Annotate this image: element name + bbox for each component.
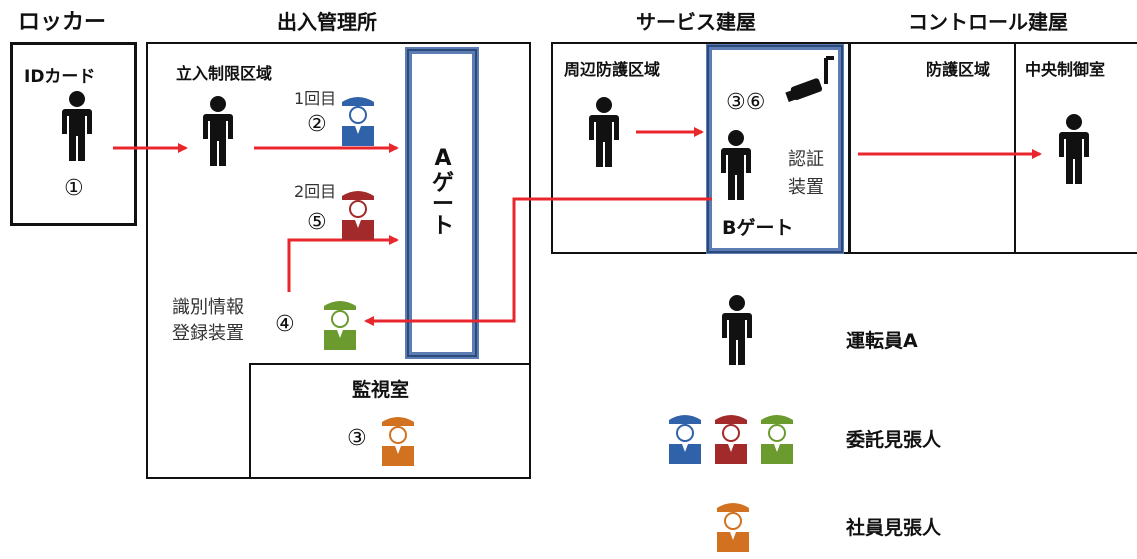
arrow-return-to-registration	[364, 197, 712, 326]
registration-device-line2: 登録装置	[172, 323, 244, 344]
registration-device-line1: 識別情報	[172, 297, 244, 318]
gate-b-label: Bゲート	[722, 217, 794, 239]
step-2: ②	[307, 112, 327, 137]
gate-a-char-3: ー	[431, 192, 454, 217]
steps-3-6: ③⑥	[726, 90, 766, 115]
step-4: ④	[275, 312, 295, 337]
restricted-area-label: 立入制限区域	[176, 64, 273, 83]
guard-icon	[715, 415, 747, 464]
person-icon	[1059, 114, 1089, 184]
perimeter-area-label: 周辺防護区域	[564, 60, 661, 79]
auth-device-line2: 装置	[788, 177, 824, 198]
central-control-label: 中央制御室	[1025, 60, 1106, 79]
person-icon	[721, 130, 751, 200]
guard-icon	[342, 97, 374, 146]
person-icon	[62, 91, 92, 161]
legend-employee-guard-label: 社員見張人	[846, 517, 942, 539]
guard-icon	[669, 415, 701, 464]
guard-icon	[324, 301, 356, 350]
control-building-box	[849, 42, 1137, 254]
gate-a-char-2: ゲ	[431, 171, 454, 196]
gate-a-char-1: A	[434, 146, 452, 171]
gate-a-label: A ゲ ー ト	[428, 146, 458, 239]
guard-icon	[382, 417, 414, 466]
gate-a	[405, 47, 479, 359]
gate-a-char-4: ト	[431, 214, 454, 239]
monitor-room-label: 監視室	[352, 379, 410, 401]
control-divider	[1014, 42, 1016, 254]
step-5: ⑤	[307, 210, 327, 235]
person-icon	[589, 97, 619, 167]
gate-b	[706, 44, 844, 254]
step-1: ①	[64, 176, 84, 201]
person-icon	[722, 295, 752, 365]
legend-operator-label: 運転員A	[846, 330, 918, 352]
control-building-header: コントロール建屋	[908, 10, 1068, 34]
person-icon	[203, 96, 233, 166]
auth-device-line1: 認証	[788, 149, 824, 170]
guard-icon	[717, 503, 749, 552]
locker-header: ロッカー	[18, 10, 107, 35]
first-time-label: 1回目	[294, 89, 337, 108]
entry-office-header: 出入管理所	[277, 10, 377, 34]
flow-arrows	[113, 127, 1042, 326]
protected-area-label: 防護区域	[926, 60, 991, 79]
service-building-header: サービス建屋	[636, 10, 756, 34]
guard-icon	[761, 415, 793, 464]
legend-contract-guard-label: 委託見張人	[846, 429, 942, 451]
guard-icon	[342, 191, 374, 240]
id-card-label: IDカード	[24, 67, 96, 87]
second-time-label: 2回目	[294, 182, 337, 201]
arrow-second-check	[287, 235, 399, 292]
step-3-monitor: ③	[347, 426, 367, 451]
camera-icon	[785, 56, 834, 103]
